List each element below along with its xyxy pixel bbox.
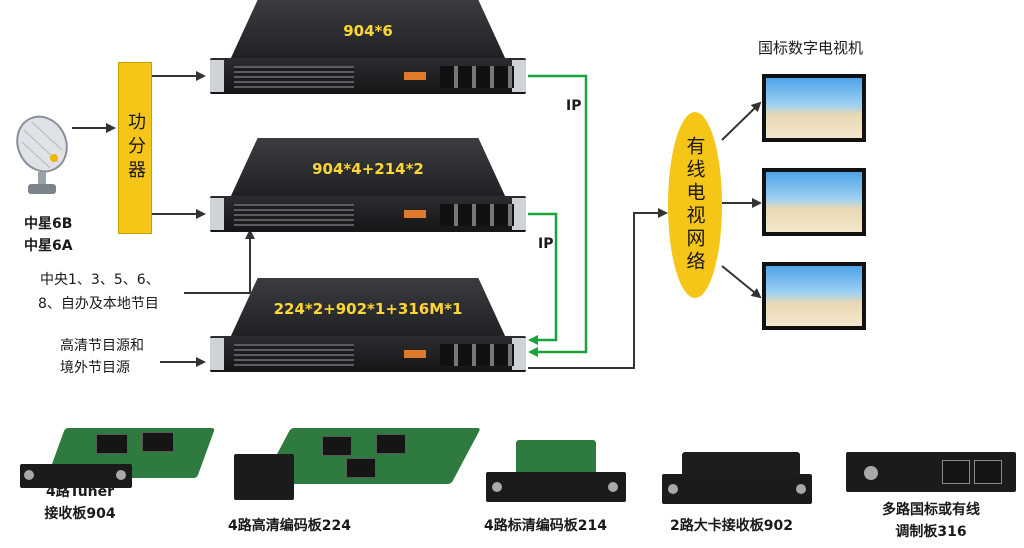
- cctv-input-label-2: 8、自办及本地节目: [38, 296, 159, 312]
- card-902: [652, 452, 826, 508]
- headend-unit-2: 904*4+214*2: [210, 138, 526, 232]
- power-splitter: 功分器: [118, 62, 152, 234]
- headend-unit-3: 224*2+902*1+316M*1: [210, 278, 526, 372]
- tv-2: [762, 168, 866, 236]
- headend-unit-1-name: 904*6: [343, 22, 393, 40]
- tv-1: [762, 74, 866, 142]
- unit3-to-network-line: [528, 208, 668, 369]
- card-904: [16, 420, 216, 506]
- ip-label-2: IP: [538, 236, 554, 252]
- card-904-label-1: 4路Tuner: [45, 484, 115, 500]
- source-label-2: 中星6A: [24, 238, 73, 254]
- hd-input-label-1: 高清节目源和: [60, 338, 144, 354]
- cable-tv-network-label: 有线电视网络: [683, 136, 706, 274]
- satellite-dish-icon: [16, 115, 68, 194]
- source-label-1: 中星6B: [24, 216, 73, 232]
- headend-unit-3-name: 224*2+902*1+316M*1: [273, 300, 463, 318]
- card-214: [480, 440, 632, 506]
- card-902-label: 2路大卡接收板902: [670, 518, 793, 534]
- network-to-tv1-arrow: [721, 101, 762, 141]
- headend-unit-1: 904*6: [210, 0, 526, 94]
- ip-link-2: [528, 212, 558, 345]
- ip-link-1: [528, 74, 588, 357]
- card-224: [226, 424, 481, 508]
- cctv-input-label-1: 中央1、3、5、6、: [40, 272, 160, 288]
- card-316-label-2: 调制板316: [895, 524, 967, 540]
- headend-unit-2-name: 904*4+214*2: [312, 160, 424, 178]
- hd-input-label-2: 境外节目源: [60, 360, 130, 376]
- cctv-to-unit2-arrow: [184, 229, 255, 294]
- tv-3: [762, 262, 866, 330]
- card-316-label-1: 多路国标或有线: [882, 502, 980, 518]
- network-to-tv3-arrow: [721, 265, 762, 299]
- tv-title: 国标数字电视机: [758, 39, 864, 57]
- ip-label-1: IP: [566, 98, 582, 114]
- card-316: [846, 450, 1022, 496]
- card-214-label: 4路标清编码板214: [484, 518, 607, 534]
- card-904-label-2: 接收板904: [44, 506, 116, 522]
- power-splitter-label: 功分器: [125, 112, 146, 184]
- cable-tv-network: 有线电视网络: [668, 112, 722, 298]
- card-224-label: 4路高清编码板224: [228, 518, 351, 534]
